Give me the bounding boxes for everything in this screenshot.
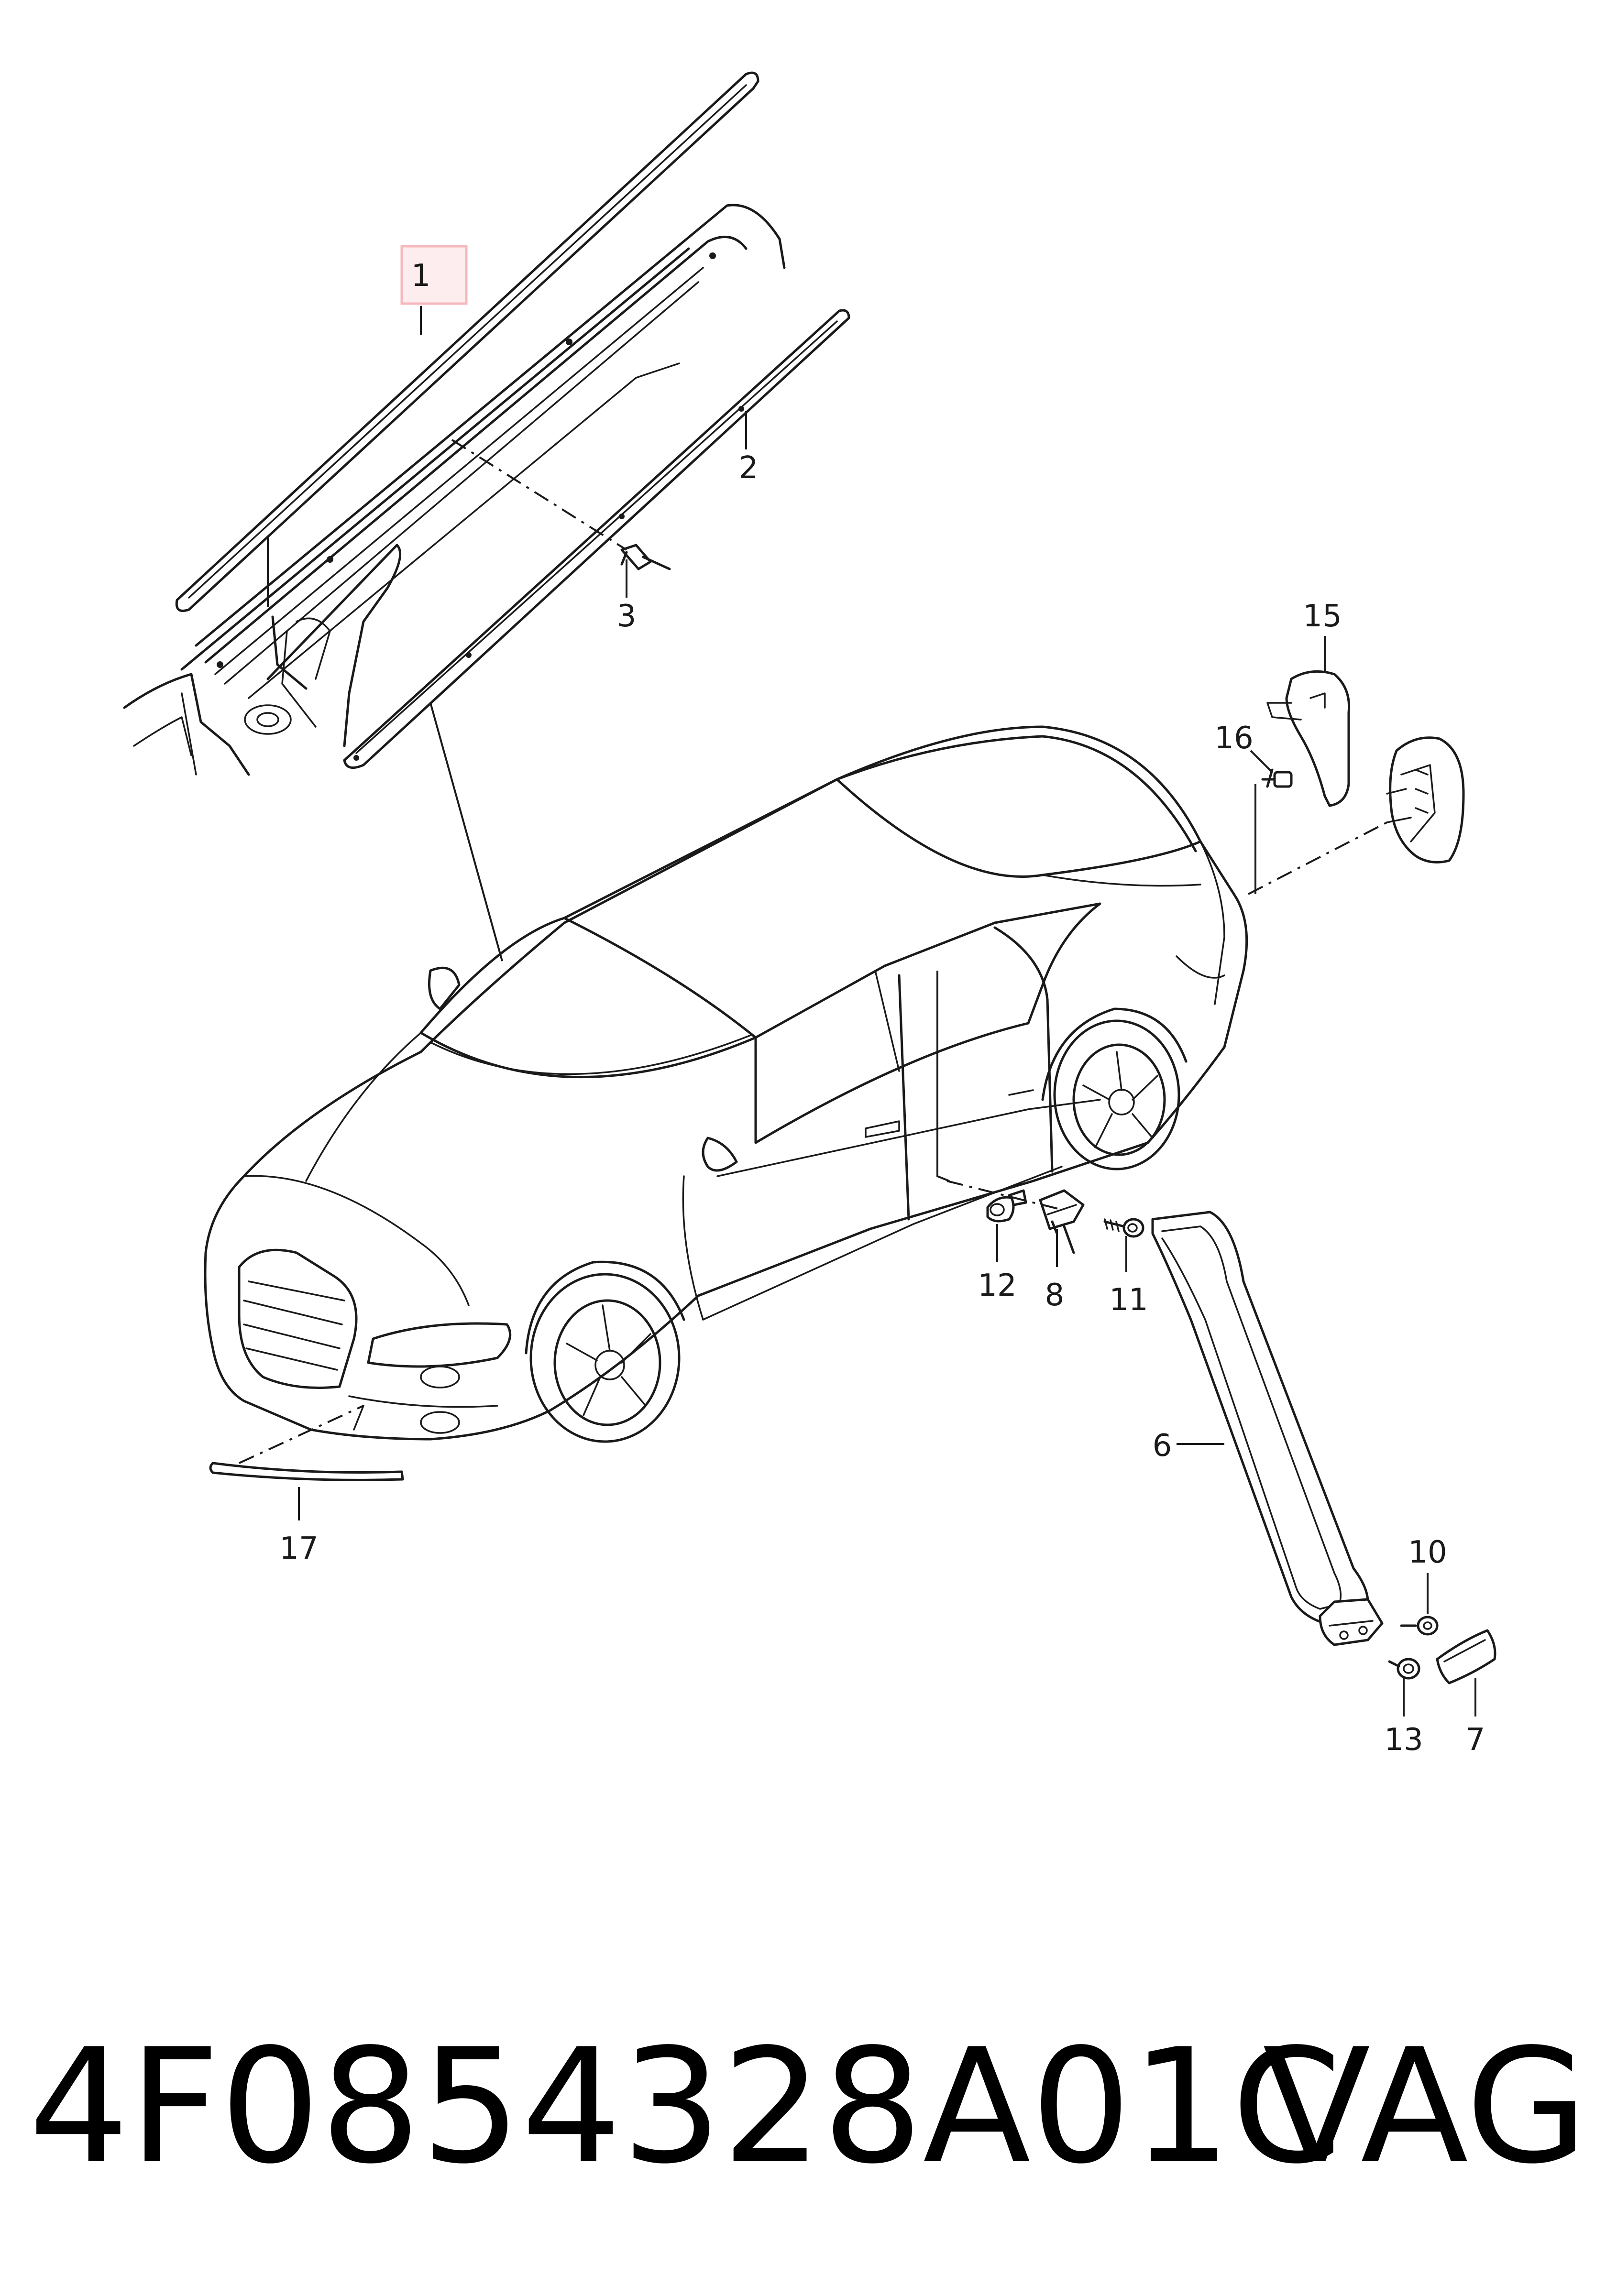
- roof-moulding-detail: [123, 71, 850, 962]
- clip-part-12: [986, 1189, 1027, 1223]
- part-number: 4F0854328A01C: [29, 2015, 1342, 2198]
- callout-8: 8: [1045, 1278, 1065, 1313]
- callout-2: 2: [739, 450, 759, 486]
- callout-16: 16: [1214, 721, 1253, 756]
- screw-part-11: [1103, 1218, 1144, 1238]
- pillar-trim-detail: [936, 971, 1496, 1717]
- car-body: [204, 725, 1248, 1443]
- bumper-moulding-detail: [209, 1405, 404, 1520]
- callout-17: 17: [279, 1531, 318, 1566]
- callout-12: 12: [978, 1268, 1016, 1303]
- mirror-cap-part-15: [1285, 670, 1351, 807]
- nut-part-13: [1388, 1658, 1420, 1680]
- callout-7: 7: [1466, 1722, 1485, 1758]
- callout-1-highlight: [400, 245, 468, 305]
- screw-part-10: [1400, 1616, 1439, 1636]
- callout-6: 6: [1153, 1428, 1172, 1464]
- mirror-cover-detail: [1248, 636, 1465, 895]
- brand-name: VAG: [1263, 2015, 1588, 2198]
- screw-part-16: [1261, 768, 1293, 788]
- callout-11: 11: [1109, 1282, 1148, 1318]
- callout-10: 10: [1408, 1535, 1447, 1570]
- clip-part-3: [620, 544, 671, 570]
- end-cap-part-7: [1436, 1629, 1496, 1684]
- pillar-trim-part-6: [1151, 1211, 1369, 1625]
- fastener-part-8: [1039, 1189, 1085, 1254]
- bumper-trim-part-17: [209, 1462, 404, 1481]
- callout-13: 13: [1384, 1722, 1423, 1758]
- callout-15: 15: [1303, 599, 1342, 634]
- callout-3: 3: [617, 599, 637, 634]
- mirror-housing: [1389, 736, 1465, 864]
- callout-1: 1: [411, 258, 431, 294]
